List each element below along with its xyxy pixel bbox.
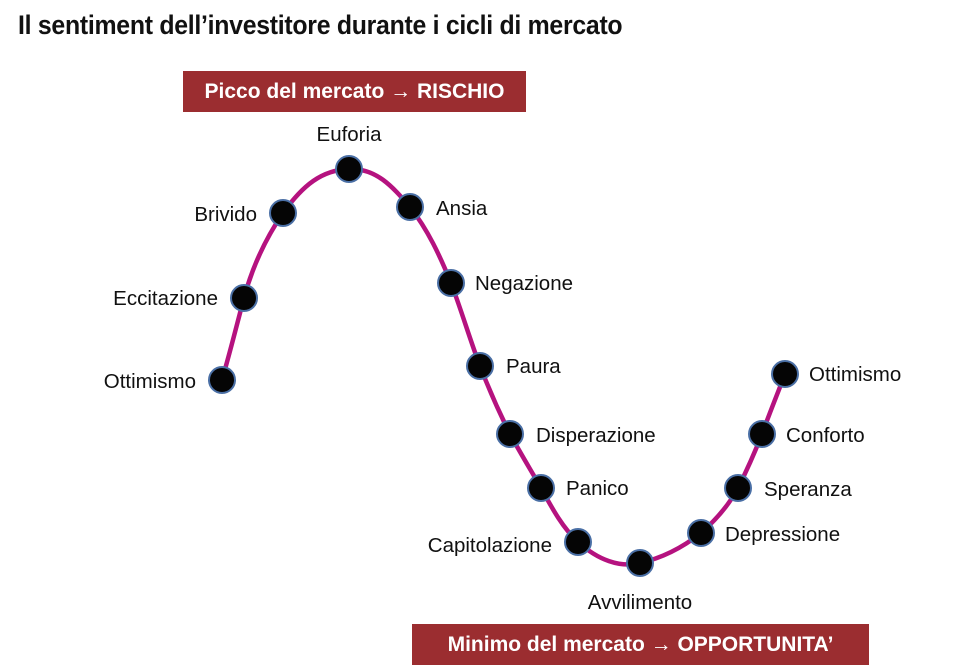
stage-marker	[396, 193, 424, 221]
market-bottom-banner: Minimo del mercato → OPPORTUNITA’	[412, 624, 869, 665]
stage-label: Capitolazione	[428, 534, 552, 557]
stage-marker	[230, 284, 258, 312]
stage-label: Ottimismo	[104, 370, 196, 393]
stage-label: Disperazione	[536, 424, 656, 447]
stage-label: Panico	[566, 477, 629, 500]
stage-marker	[724, 474, 752, 502]
stage-marker	[687, 519, 715, 547]
stage-label: Ansia	[436, 197, 488, 220]
stage-marker	[208, 366, 236, 394]
stage-marker	[335, 155, 363, 183]
stage-marker	[269, 199, 297, 227]
stage-marker	[527, 474, 555, 502]
stage-marker	[626, 549, 654, 577]
stage-markers	[208, 155, 799, 577]
stage-marker	[437, 269, 465, 297]
sentiment-curve	[219, 166, 788, 567]
stage-label: Depressione	[725, 523, 840, 546]
stage-marker	[771, 360, 799, 388]
stage-label: Brivido	[194, 203, 257, 226]
stage-marker	[564, 528, 592, 556]
stage-label: Avvilimento	[588, 591, 692, 614]
stage-labels: Ottimismo Eccitazione Brivido EuforiaAnsiaN…	[104, 123, 902, 614]
stage-label: Conforto	[786, 424, 865, 447]
diagram-title: Il sentiment dell’investitore durante i …	[18, 10, 623, 40]
stage-label: Speranza	[764, 478, 852, 501]
stage-label: Eccitazione	[113, 287, 218, 310]
stage-marker	[748, 420, 776, 448]
stage-label: Euforia	[317, 123, 383, 146]
stage-label: Negazione	[475, 272, 573, 295]
stage-label: Paura	[506, 355, 561, 378]
stage-label: Ottimismo	[809, 363, 901, 386]
stage-marker	[496, 420, 524, 448]
stage-marker	[466, 352, 494, 380]
market-peak-banner: Picco del mercato → RISCHIO	[183, 71, 526, 112]
